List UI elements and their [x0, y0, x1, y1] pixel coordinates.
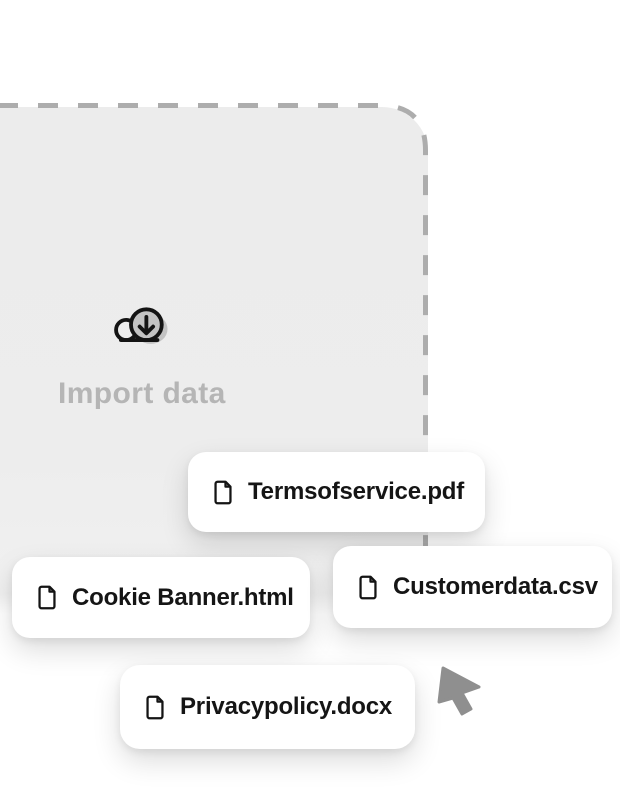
file-chip-label: Privacypolicy.docx: [180, 693, 393, 720]
file-document-icon: [146, 695, 164, 719]
file-chip-csv[interactable]: Customerdata.csv: [333, 546, 612, 628]
file-chip-label: Cookie Banner.html: [72, 583, 294, 611]
file-document-icon: [214, 480, 232, 504]
file-chip-label: Termsofservice.pdf: [248, 478, 465, 505]
dropzone-label: Import data: [58, 377, 226, 410]
cloud-download-icon: [114, 307, 168, 344]
file-document-icon: [38, 585, 56, 610]
file-chip-docx[interactable]: Privacypolicy.docx: [120, 665, 415, 749]
dropzone-surface: [0, 107, 428, 614]
file-chip-pdf[interactable]: Termsofservice.pdf: [188, 452, 485, 532]
file-chip-html[interactable]: Cookie Banner.html: [12, 557, 310, 638]
file-chip-label: Customerdata.csv: [393, 573, 598, 600]
file-document-icon: [359, 575, 377, 599]
